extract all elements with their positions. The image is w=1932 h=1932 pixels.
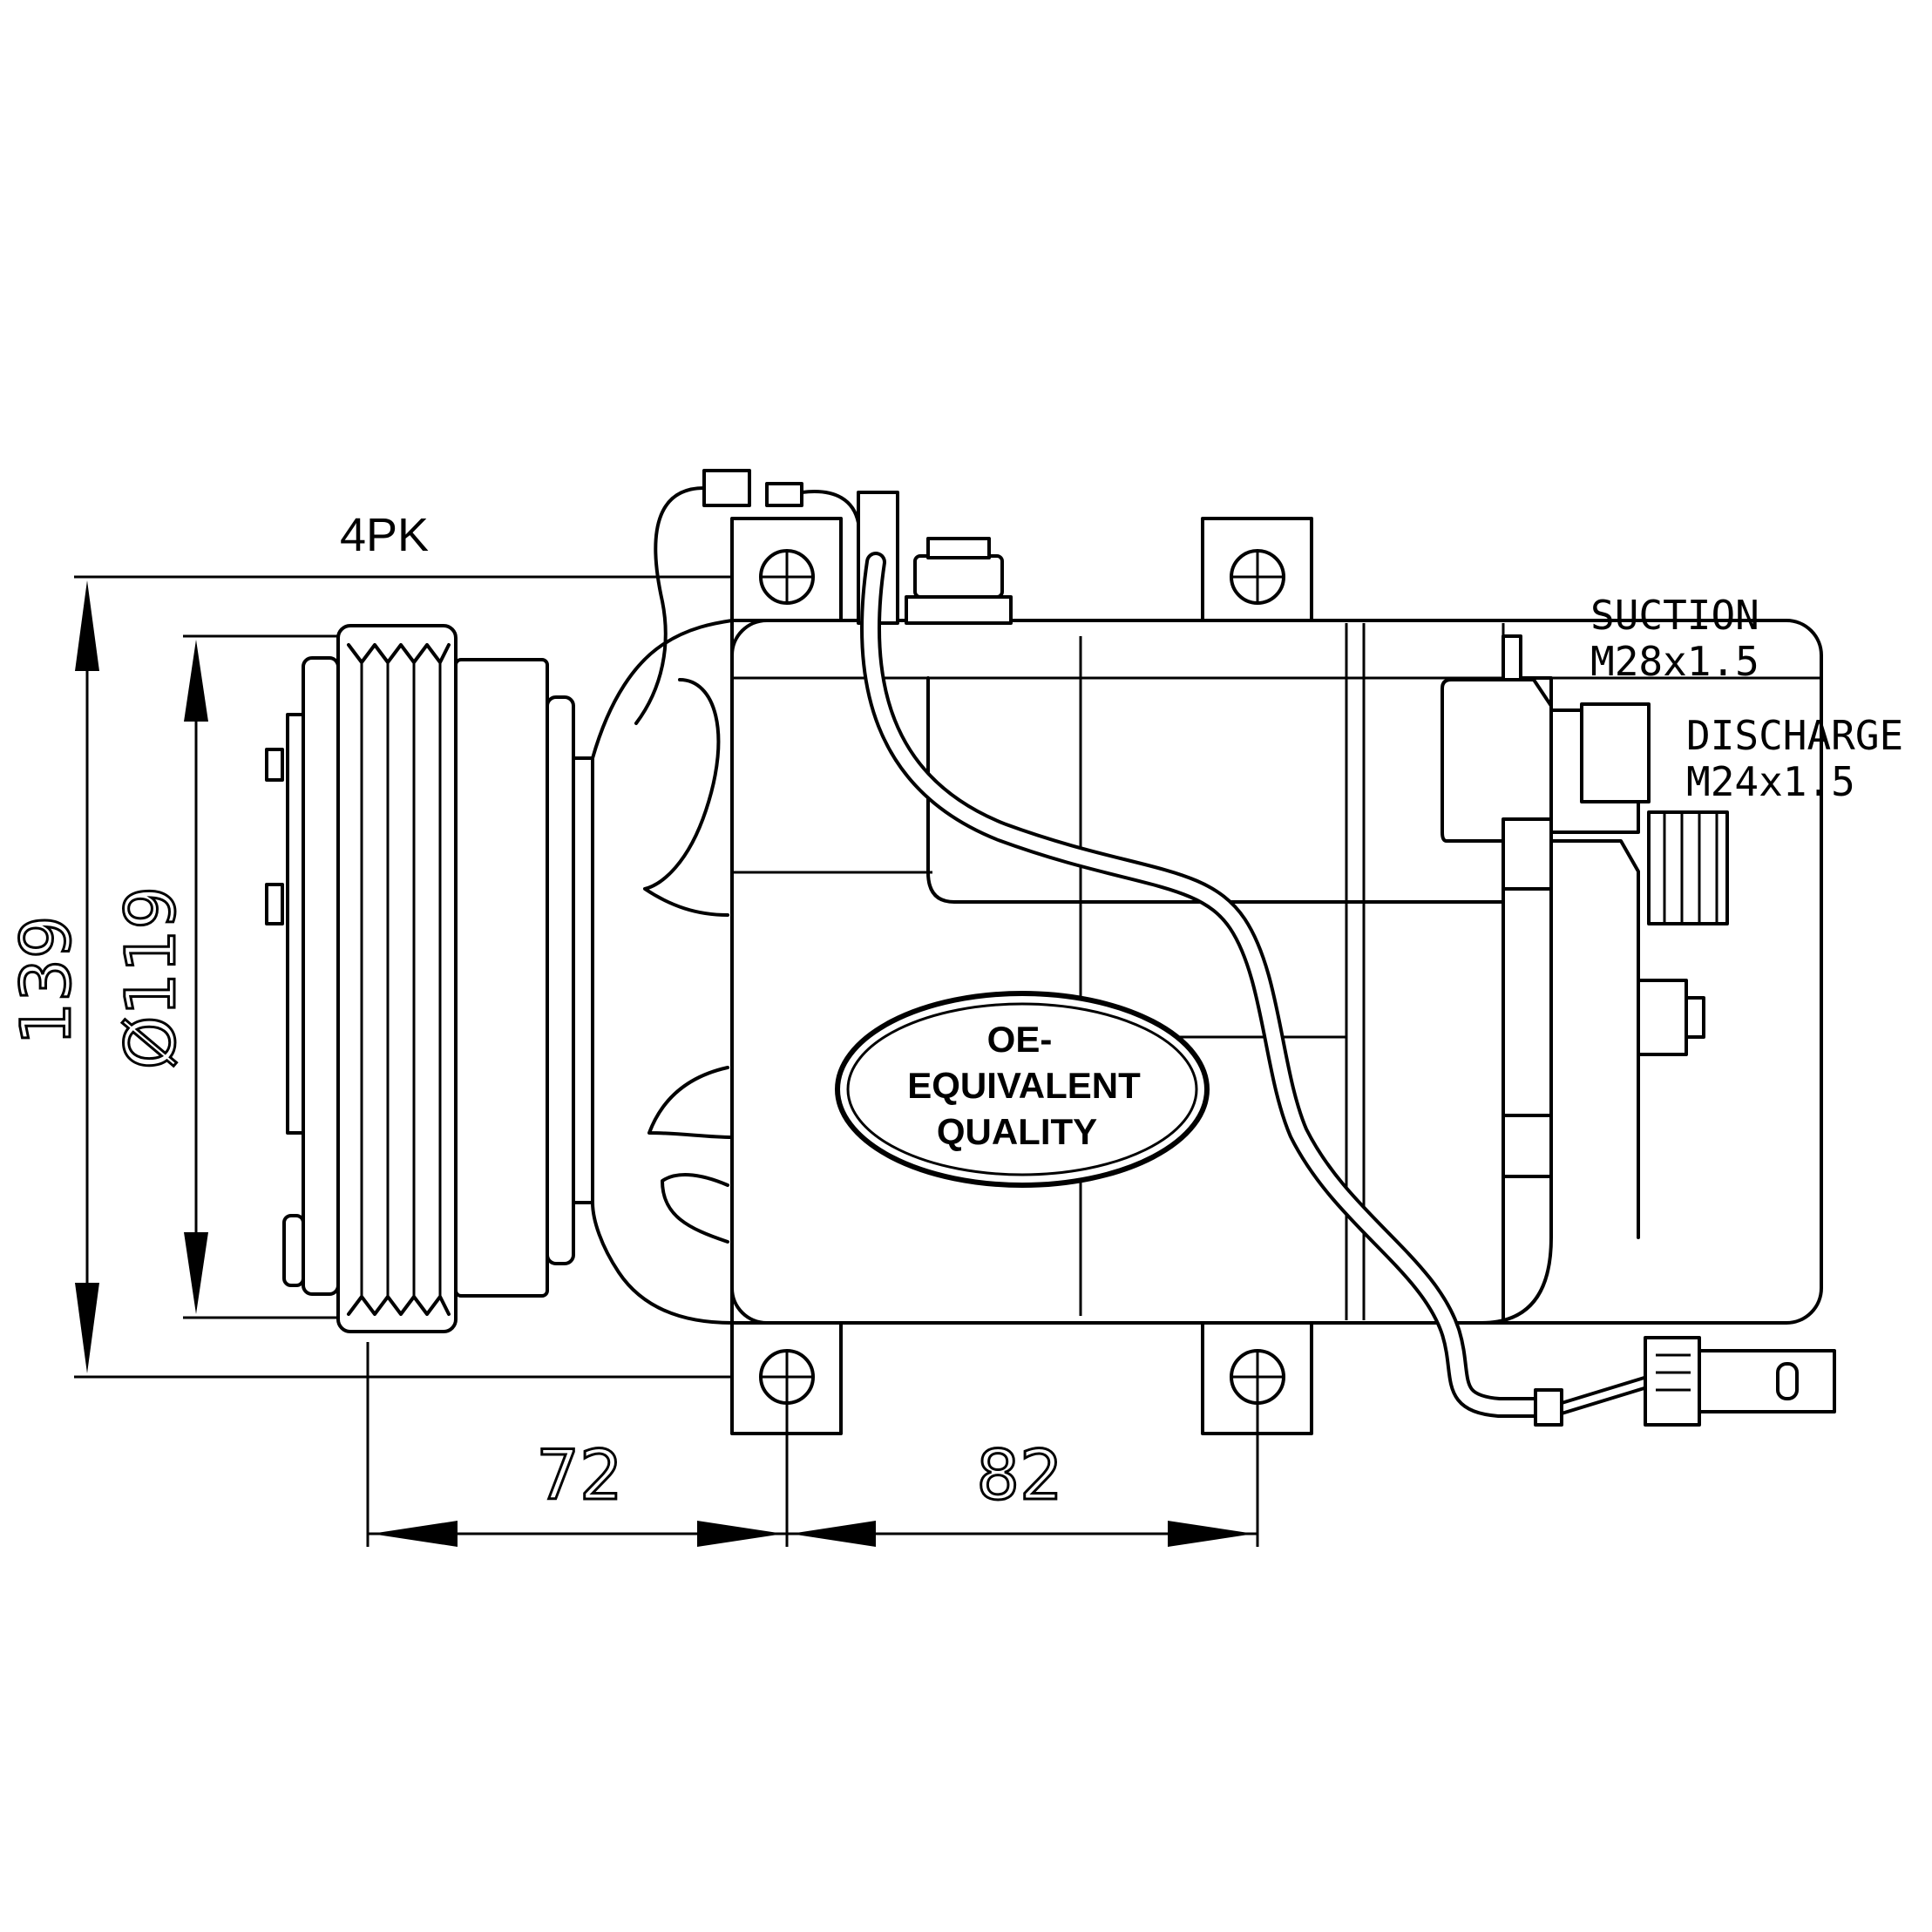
dimension-pulley-diameter: Ø119 [112,634,344,1319]
rear-boss [1502,817,1553,891]
port-labels: SUCTION M28x1.5 DISCHARGE M24x1.5 [1590,592,1903,805]
connector-plug [1644,1336,1701,1427]
discharge-label: DISCHARGE [1686,712,1903,759]
rear-boss [1502,1114,1553,1178]
arrowhead-up [75,580,99,671]
rear-bolt [1637,979,1688,1056]
wire-harness [859,552,1836,1427]
connector-lead [1560,1375,1649,1405]
housing-fin [643,678,729,917]
badge-line-3: QUALITY [937,1111,1097,1152]
front-housing-body [591,619,734,1325]
front-housing [591,619,734,1325]
clutch-plate [286,713,305,1135]
pulley-clutch [265,624,594,1333]
connector-latch [1776,1362,1799,1400]
clutch-hub [302,656,340,1296]
badge-inner-ring [846,1002,1198,1176]
cable-sleeve [1534,1388,1563,1427]
connector-lead [1560,1386,1649,1415]
mounting-lugs [730,517,1313,1435]
badge-line-2: EQUIVALENT [907,1065,1141,1106]
arrowhead-left [790,1521,876,1547]
connector-body [1698,1349,1836,1413]
dimension-overall-height: 139 [7,575,819,1379]
arrowhead-down [184,1232,208,1314]
mount-spacing-value: 82 [976,1437,1062,1515]
clutch-bearing [546,695,575,1265]
suction-port-block [1441,678,1553,843]
discharge-thread: M24x1.5 [1686,758,1855,805]
clutch-plate-tab [282,1214,305,1287]
rear-ports [1441,678,1729,1239]
connector-clip [702,469,751,507]
bolt-top [926,537,991,559]
sensor-wire [800,490,860,525]
pulley-diameter-value: Ø119 [112,886,191,1069]
arrowhead-left [371,1521,458,1547]
clutch-flange [572,756,594,1204]
clutch-plate-tab [265,748,284,782]
pulley-to-mount-value: 72 [536,1437,622,1515]
suction-label: SUCTION [1590,592,1759,639]
arrowhead-up [184,640,208,722]
body-panel [926,676,1505,904]
clutch-plate-tab [265,883,284,925]
bolt-head [913,554,1004,599]
clutch-coil-housing [454,658,549,1298]
housing-fin [661,1173,729,1244]
bolt-washer [905,595,1013,625]
suction-thread: M28x1.5 [1590,638,1759,685]
pulley-grooves-bottom [347,1295,451,1316]
rear-bolt-end [1685,996,1705,1039]
oe-equivalent-badge: OE- EQUIVALENT QUALITY [835,991,1210,1188]
badge-line-1: OE- [987,1019,1053,1060]
overall-height-value: 139 [8,916,86,1046]
pulley-body [336,624,458,1333]
discharge-thread [1647,810,1729,925]
connector-clip [765,482,803,507]
port-hex [1580,702,1651,803]
belt-type-label: 4PK [340,509,429,561]
sensor-wire [634,486,706,725]
arrowhead-right [697,1521,783,1547]
arrowhead-right [1168,1521,1254,1547]
dimension-bottom: 72 82 [366,1342,1259,1547]
housing-fin [647,1066,734,1139]
pulley-grooves-top [347,643,451,664]
arrowhead-down [75,1283,99,1373]
harness-cable [863,555,1549,1414]
